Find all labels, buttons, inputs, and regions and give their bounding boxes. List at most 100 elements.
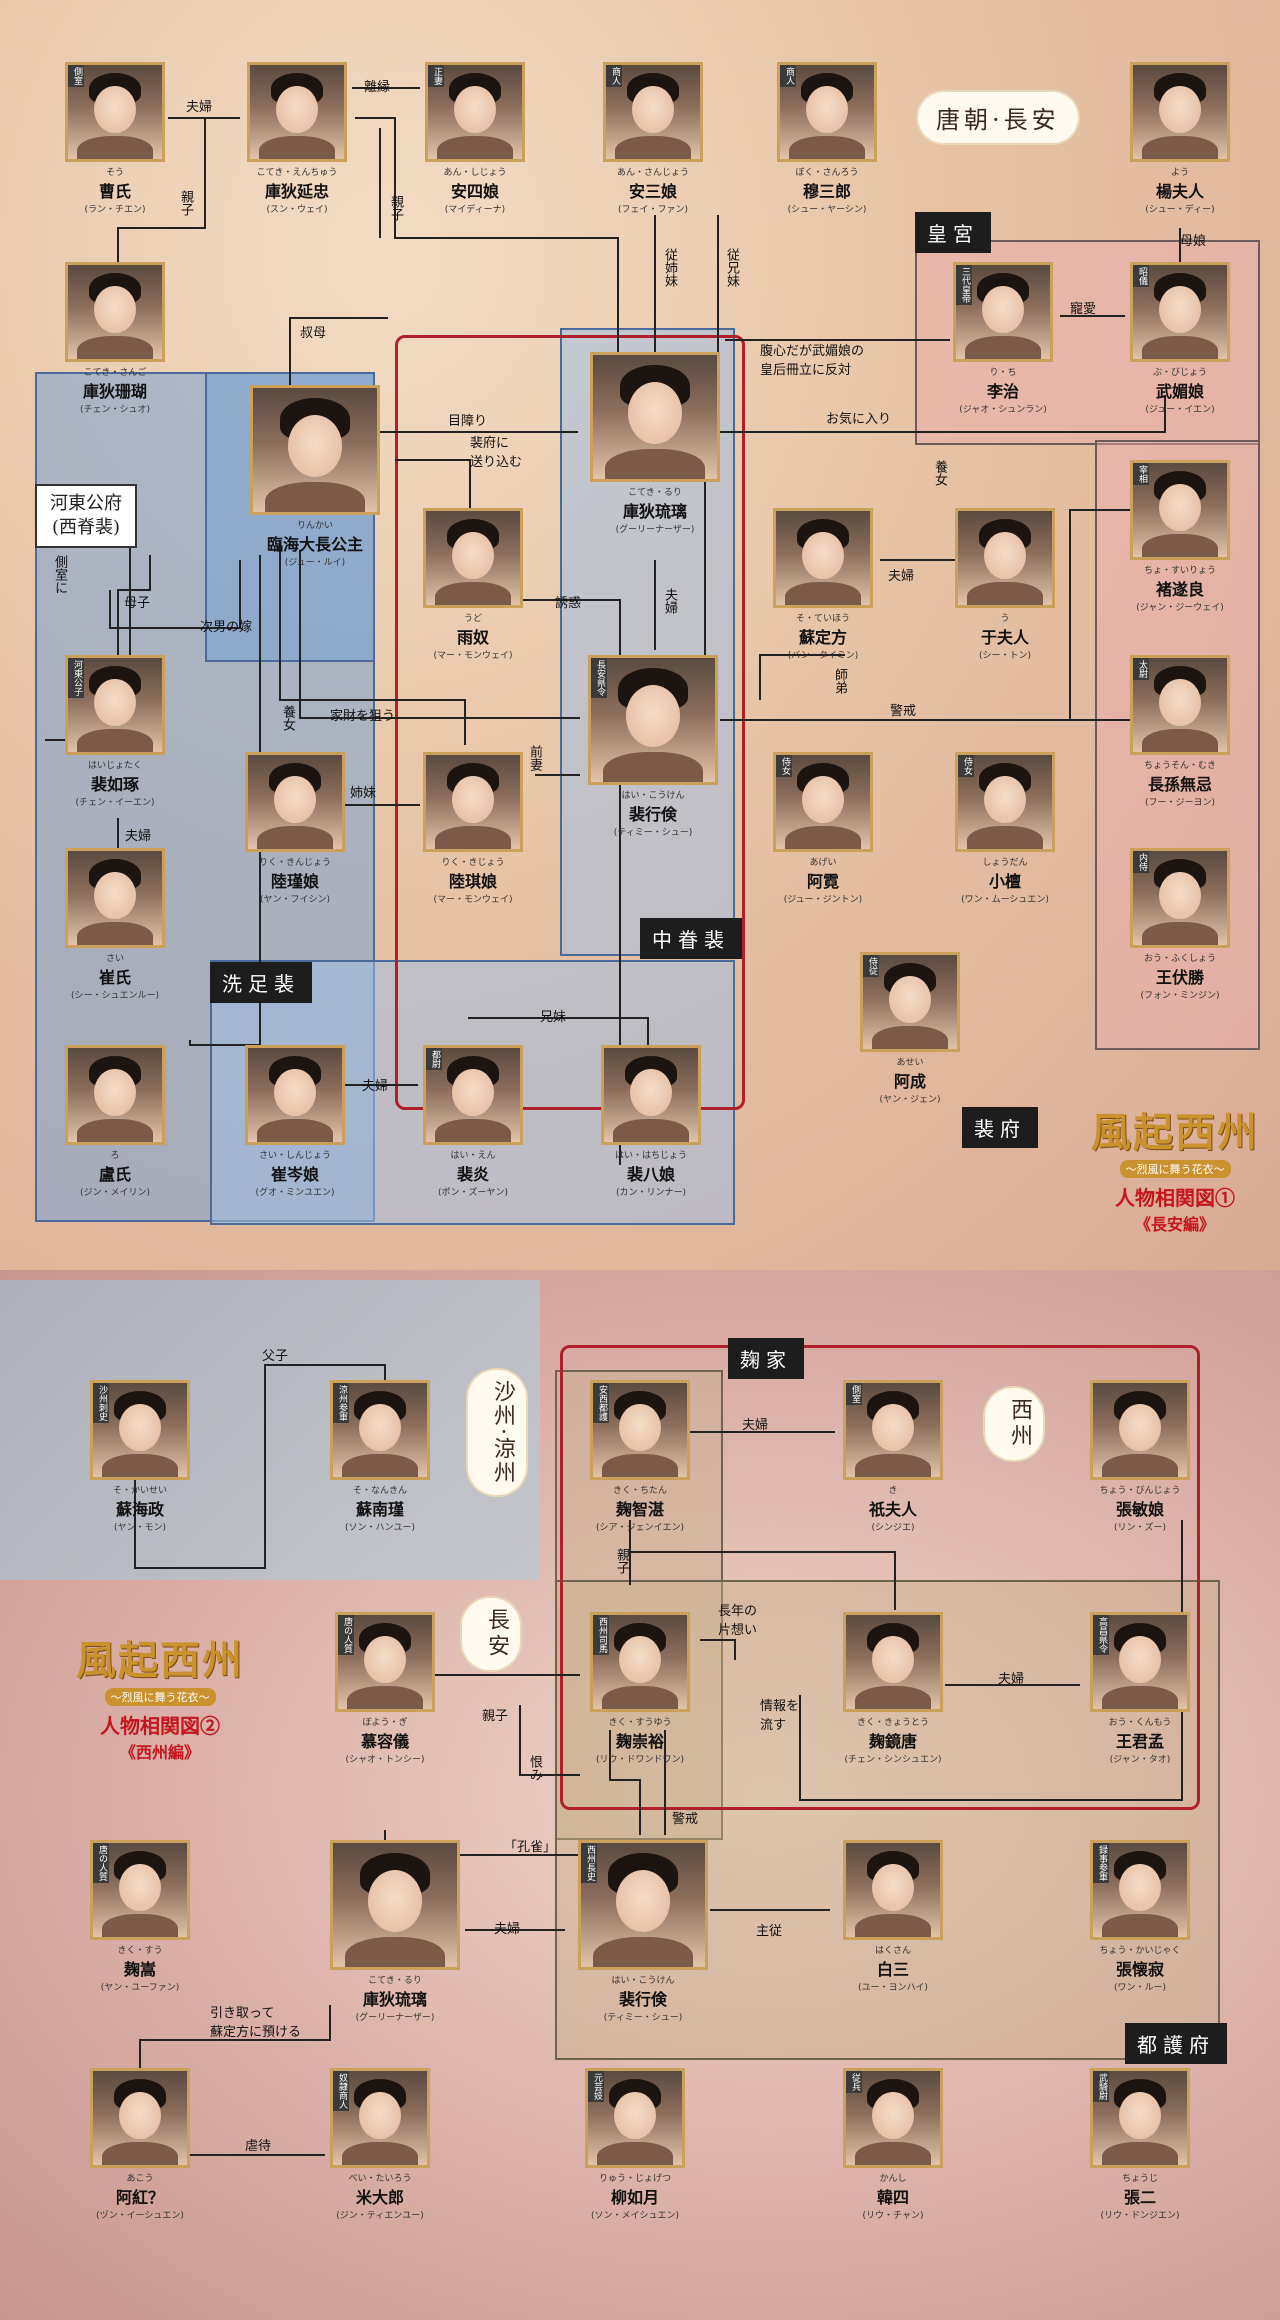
person-card-peiru: 河東公子はいじょたく裴如琢(チェン・イーエン) [60,655,170,808]
rank-label: 西州長史 [581,1843,597,1883]
portrait-photo [773,508,873,608]
relation-label-fufu5: 夫婦 [362,1079,389,1094]
chart-title: 人物相関図① [1115,1186,1235,1210]
person-card-peiba: はい・はちじょう裴八娘(カン・リンナー) [596,1045,706,1198]
tag-hedong: 河東公府 (西脊裴) [35,484,137,548]
person-ruby: そ・ていほう [795,614,850,624]
person-card-peiyan: 都尉はい・えん裴炎(ポン・ズーヤン) [418,1045,528,1198]
relation-label-mezawari: 目障り [448,414,488,429]
person-ruby: ちょう・かいじゃく [1099,1946,1181,1956]
person-ruby: きく・ちたん [612,1486,667,1496]
person-card-yu: う于夫人(シー・トン) [950,508,1060,661]
rank-label: 高昌県令 [1093,1615,1109,1655]
relation-label-fufu2: 夫婦 [888,569,915,584]
person-ruby: う [1000,614,1010,624]
rank-label: 都尉 [426,1048,442,1070]
person-ruby: ぶ・びじょう [1152,368,1207,378]
person-actor: (ジュー・ルイ) [284,558,346,568]
person-card-zhanger: 武騎尉ちょうじ張二(リウ・ドンジエン) [1085,2068,1195,2221]
person-ruby: そう [105,168,124,178]
person-actor: (ジン・メイリン) [79,1188,151,1198]
person-actor: (ソン・ハンユー) [344,1523,416,1533]
rank-label: 武騎尉 [1093,2071,1109,2102]
person-name: 曹氏 [98,182,131,201]
person-card-mi: 奴隷商人べい・たいろう米大郎(ジン・ティエンユー) [325,2068,435,2221]
person-ruby: あん・しじょう [443,168,507,178]
person-card-luj: りく・きんじょう陸瑾娘(ヤン・フイシン) [240,752,350,905]
relation-label-oyako1: 親子 [178,190,193,216]
person-actor: (ユー・ヨンハイ) [858,1983,928,1993]
person-actor: (グーリーナーザー) [615,525,695,535]
person-name: 祇夫人 [868,1500,917,1519]
relation-label-fushi: 父子 [262,1349,289,1364]
person-ruby: よう [1170,168,1189,178]
person-actor: (バン・タイミン) [787,651,859,661]
portrait-photo: 太尉 [1130,655,1230,755]
person-name: 崔氏 [98,968,131,987]
person-card-zhangmin: ちょう・びんじょう張敏娘(リン・ズー) [1085,1380,1195,1533]
tag-xizu: 洗足裴 [210,962,312,1003]
person-actor: (ラン・チエン) [84,205,146,215]
person-card-luq: りく・きじょう陸琪娘(マー・モンウェイ) [418,752,528,905]
rank-label: 涼州参軍 [333,1383,349,1423]
logo-title-art: 風起西州 [1091,1109,1259,1156]
portrait-photo: 奴隷商人 [330,2068,430,2168]
portrait-photo: 宰相 [1130,460,1230,560]
person-ruby: ちょ・すいりょう [1143,566,1216,576]
person-actor: (ヤン・ジェン) [879,1095,941,1105]
person-ruby: べい・たいろう [348,2174,412,2184]
person-ruby: こてき・えんちゅう [256,168,338,178]
person-name: 米大郎 [355,2188,404,2207]
person-name: 張二 [1123,2188,1156,2207]
person-card-ani: 侍女あげい阿霓(ジュー・ジントン) [768,752,878,905]
relation-label-yojo2: 養女 [280,705,295,731]
logo-title-art: 風起西州 [76,1637,244,1684]
portrait-photo [843,1840,943,1940]
relation-label-jinan: 次男の嫁 [200,620,253,635]
person-ruby: きく・すう [117,1946,163,1956]
person-name: 小檀 [988,872,1021,891]
person-actor: (ヤン・モン) [113,1523,167,1533]
rank-label: 唐の人質 [338,1615,354,1655]
relation-label-keikai: 警戒 [890,704,917,719]
person-actor: (リウ・ドンジエン) [1100,2211,1180,2221]
person-ruby: ぼく・さんろう [795,168,859,178]
logo-part2: 風起西州 〜烈風に舞う花衣〜 人物相関図② 《西州編》 [65,1628,255,1763]
person-name: 庫狄珊瑚 [82,382,147,401]
person-card-baisan: はくさん白三(ユー・ヨンハイ) [838,1840,948,1993]
person-actor: (ジャオ・シュンラン) [959,405,1047,415]
portrait-photo: 安西都護 [590,1380,690,1480]
person-name: 庫狄延忠 [264,182,329,201]
location-badge-changan: 唐朝·長安 [918,92,1078,143]
person-name: 蘇南瑾 [355,1500,404,1519]
portrait-photo: 内侍 [1130,848,1230,948]
portrait-photo: 唐の人質 [90,1840,190,1940]
relation-label-boshi: 母子 [124,596,151,611]
person-name: 蘇定方 [798,628,847,647]
person-card-lu: ろ盧氏(ジン・メイリン) [60,1045,170,1198]
portrait-photo: 商人 [777,62,877,162]
person-ruby: さい [105,954,124,964]
rank-label: 太尉 [1133,658,1149,680]
person-card-liuru: 元芸妓りゅう・じょげつ柳如月(ソン・メイシュエン) [580,2068,690,2221]
relation-label-hikitori: 引き取って 蘇定方に預ける [210,2006,302,2040]
person-name: 安四娘 [450,182,499,201]
rank-label: 従兵 [846,2071,862,2093]
rank-label: 侍女 [958,755,974,777]
person-actor: (シー・シュエンルー) [70,991,160,1001]
rank-label: 元芸妓 [588,2071,604,2102]
person-card-shanhu: こてき・さんご庫狄珊瑚(チェン・シュオ) [60,262,170,415]
region-peifu [395,335,745,1110]
person-name: 慕容儀 [360,1732,409,1751]
portrait-photo [250,385,380,515]
person-name: 裴行倹 [628,805,677,824]
relation-label-yojo: 養女 [932,460,947,486]
person-name: 于夫人 [980,628,1029,647]
person-actor: (シンジエ) [871,1523,915,1533]
portrait-photo: 従兵 [843,2068,943,2168]
person-name: 柳如月 [610,2188,659,2207]
rank-label: 長安県令 [591,658,607,698]
person-actor: (チェン・シュオ) [79,405,151,415]
tag-peifu: 裴府 [962,1107,1038,1148]
relation-label-shukubo: 叔母 [300,326,327,341]
